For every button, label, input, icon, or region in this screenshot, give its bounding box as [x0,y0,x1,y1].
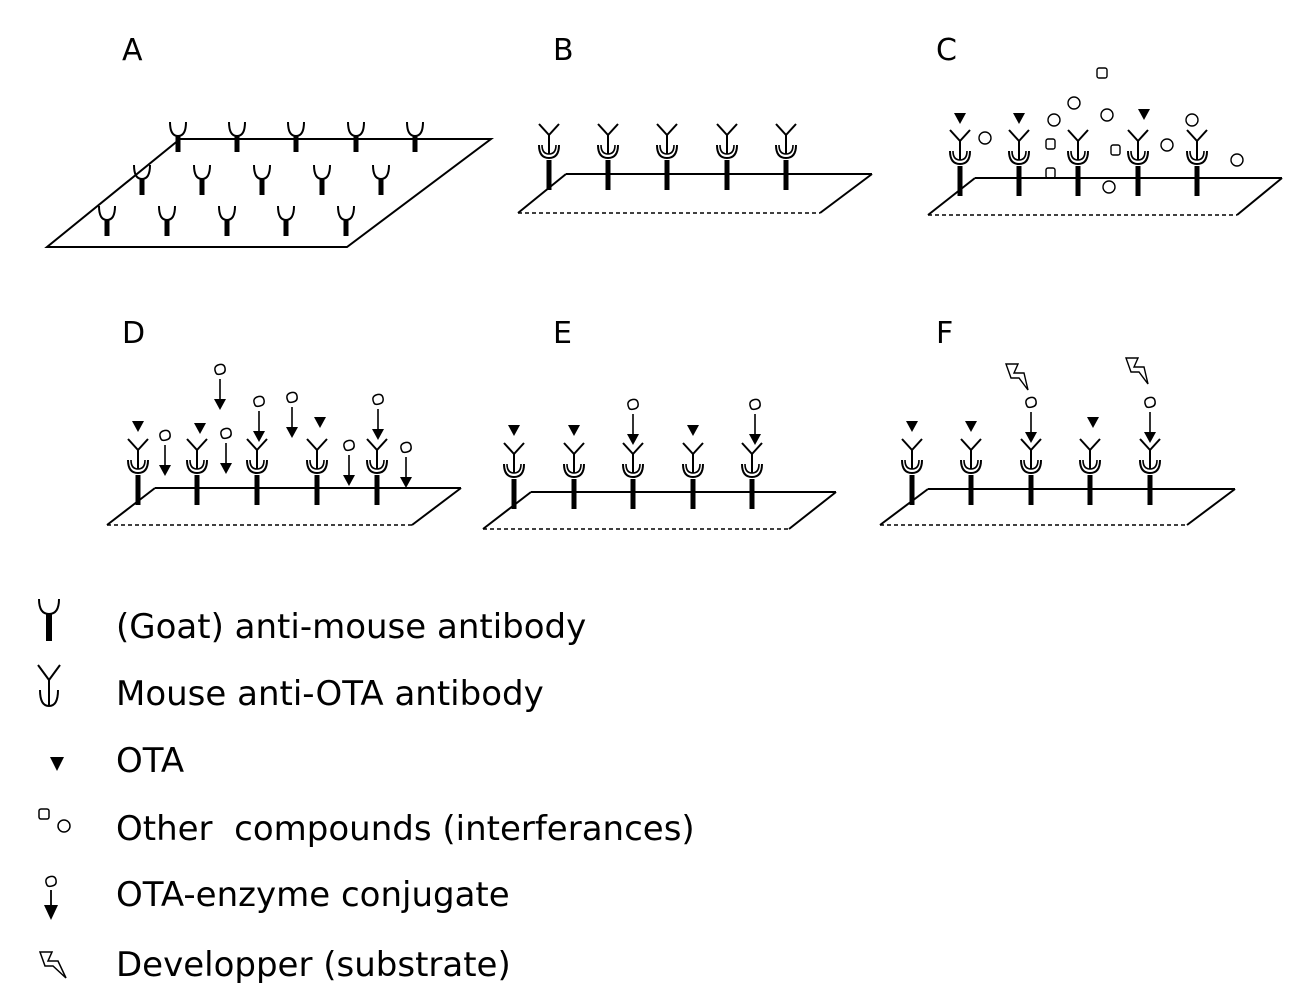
panel-b-plate [517,124,873,214]
panel-a-plate [44,122,494,248]
panel-c-plate [927,67,1283,216]
goat-anti-mouse-antibody-icon [38,598,60,641]
panel-d-plate [106,363,462,526]
panel-label-e: E [553,316,572,351]
mouse-anti-ota-antibody-icon [37,664,61,708]
panel-label-c: C [936,33,957,68]
legend-label-other-compounds: Other compounds (interferances) [116,809,695,849]
panel-label-d: D [122,316,145,351]
panel-label-a: A [122,33,143,68]
panel-label-b: B [553,33,574,68]
legend-label-ota: OTA [116,741,184,781]
legend-label-ota-enzyme-conjugate: OTA-enzyme conjugate [116,875,510,915]
ota-enzyme-conjugate-icon [44,875,58,920]
panel-f-plate [879,357,1236,526]
legend-label-mouse-antibody: Mouse anti-OTA antibody [116,674,544,714]
legend-label-developer: Developper (substrate) [116,945,511,985]
developer-substrate-icon [38,951,67,979]
ota-triangle-icon [50,757,64,771]
other-compounds-icon [38,808,71,833]
panel-label-f: F [936,316,953,351]
panel-e-plate [482,398,837,530]
legend-label-goat-antibody: (Goat) anti-mouse antibody [116,607,586,647]
